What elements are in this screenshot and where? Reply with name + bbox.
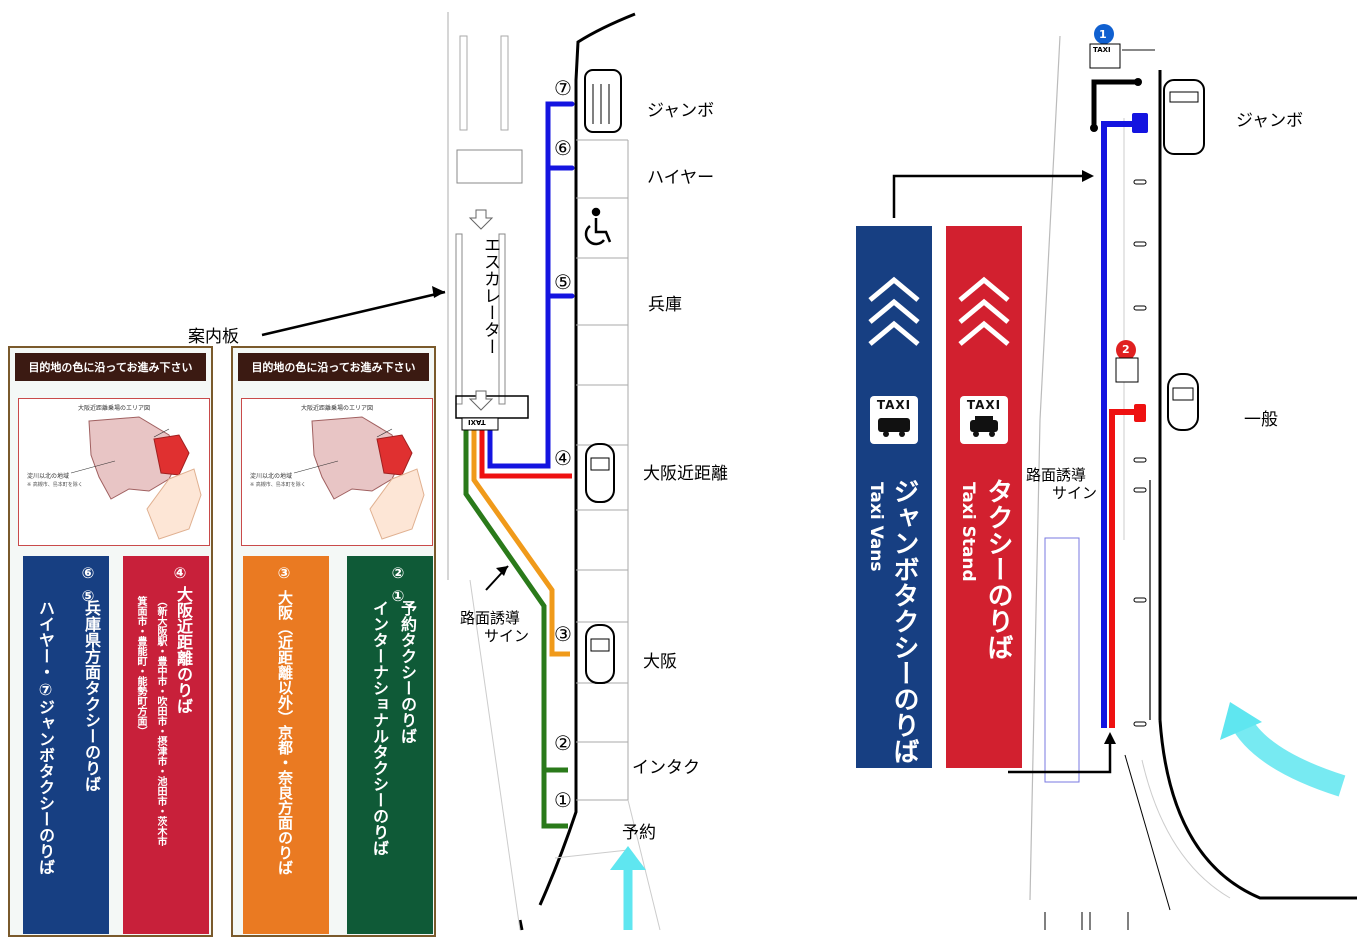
area-map-shape [293,416,425,540]
map-note-sub: ※ 高槻市、島本町を除く [27,482,83,488]
marker-2: 2 [1122,343,1130,356]
stand-number-4: ④ [554,446,572,470]
left-station-plan [261,12,661,931]
label-hire: ハイヤー [647,168,715,188]
taxi-van-icon: TAXI [870,396,918,444]
map-note-sub: ※ 高槻市、島本町を除く [250,482,306,488]
stand-number-2: ② [554,731,572,755]
panel-numbers: ④ [171,564,189,582]
info-board-2: 目的地の色に沿ってお進み下さい 大阪近距離乗場のエリア図 淀川以北の地域 ※ 高… [231,346,436,937]
stand-number-6: ⑥ [554,136,572,160]
wheelchair-icon [584,207,612,246]
banner-jumbo: TAXI ジャンボタクシーのりば Taxi Vans [856,226,932,768]
panel-line-3: 箕面市・豊能町・能勢町方面） [135,596,146,736]
floor-guide-line-2: サイン [484,627,530,645]
label-osaka-short: 大阪近距離 [643,464,728,484]
label-general: 一般 [1244,410,1278,430]
banner-en: Taxi Vans [866,482,886,572]
car-icon [585,624,615,684]
info-board-label: 案内板 [188,327,239,347]
stand-number-5: ⑤ [554,270,572,294]
floor-guide-line-1: 路面誘導 [460,609,521,627]
panel-orange: ③ 大阪（近距離以外）京都・奈良方面のりば [243,556,329,934]
banner-taxi: TAXI タクシーのりば Taxi Stand [946,226,1022,768]
marker-1: 1 [1099,28,1107,41]
panel-line-1: 大阪（近距離以外）京都・奈良方面のりば [276,590,294,875]
panel-blue: ⑥ ⑤ 兵庫県方面タクシーのりば ハイヤー・⑦ジャンボタクシーのりば [23,556,109,934]
panel-line-2: ハイヤー・⑦ジャンボタクシーのりば [36,600,55,875]
label-yoyaku: 予約 [622,823,656,843]
panel-green: ② ① 予約タクシーのりば インターナショナルタクシーのりば [347,556,433,934]
panel-numbers: ③ [275,564,293,582]
floor-guide-line-2: サイン [1052,484,1098,502]
chevron-up-icon [958,276,1010,346]
banner-jp: タクシーのりば [983,478,1013,660]
banner-en: Taxi Stand [958,482,978,582]
stand-number-7: ⑦ [554,76,572,100]
label-jumbo: ジャンボ [647,101,715,121]
taxi-car-icon: TAXI [960,396,1008,444]
area-map-shape [70,416,202,540]
panel-line-1: 兵庫県方面タクシーのりば [82,600,101,792]
panel-line-2: インターナショナルタクシーのりば [370,600,389,856]
board-header: 目的地の色に沿ってお進み下さい [15,353,206,381]
area-map: 大阪近距離乗場のエリア図 淀川以北の地域 ※ 高槻市、島本町を除く [241,398,433,546]
map-title: 大阪近距離乗場のエリア図 [300,405,373,412]
panel-numbers: ⑥ ⑤ [79,564,97,606]
escalator-label: エスカレーター [480,236,500,355]
jumbo-van-icon [1163,79,1205,155]
car-icon [1167,373,1199,431]
panel-red: ④ 大阪近距離のりば （新大阪駅・豊中市・吹田市・摂津市・池田市・茨木市 箕面市… [123,556,209,934]
panel-line-1: 大阪近距離のりば [174,586,193,714]
board-header: 目的地の色に沿ってお進み下さい [238,353,429,381]
banner-jp: ジャンボタクシーのりば [889,478,919,764]
area-map: 大阪近距離乗場のエリア図 淀川以北の地域 ※ 高槻市、島本町を除く [18,398,210,546]
label-jumbo-right: ジャンボ [1236,111,1304,131]
panel-line-1: 予約タクシーのりば [398,600,417,744]
info-board-1: 目的地の色に沿ってお進み下さい 大阪近距離乗場のエリア図 淀川以北の地域 ※ 高… [8,346,213,937]
taxi-sign: TAXI [468,418,486,426]
label-osaka: 大阪 [643,652,677,672]
stand-number-3: ③ [554,622,572,646]
car-icon [585,443,615,503]
map-note: 淀川以北の地域 [250,473,293,480]
taxi-text: TAXI [876,398,912,412]
stand-number-1: ① [554,788,572,812]
right-station-plan [892,24,1357,930]
taxi-sign: TAXI [1093,46,1111,54]
map-note: 淀川以北の地域 [27,473,70,480]
panel-line-2: （新大阪駅・豊中市・吹田市・摂津市・池田市・茨木市 [155,596,166,846]
taxi-text: TAXI [966,398,1002,412]
map-title: 大阪近距離乗場のエリア図 [77,405,150,412]
panel-numbers: ② ① [389,564,407,606]
floor-guide-line-1: 路面誘導 [1026,466,1087,484]
chevron-up-icon [868,276,920,346]
label-hyogo: 兵庫 [648,295,682,315]
jumbo-van-icon [584,69,622,133]
label-intaku: インタク [632,758,700,778]
